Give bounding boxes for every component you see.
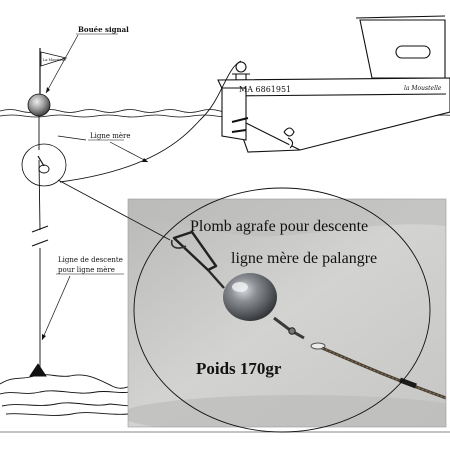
buoy-label: Bouée signal [78, 25, 129, 34]
snap-clip [172, 230, 218, 272]
boat [59, 15, 450, 183]
main-line-braid [321, 346, 446, 400]
flag-label: La Moustelle [43, 58, 66, 62]
descent-line-label-1: Ligne de descente [58, 256, 123, 264]
boat-propeller [283, 127, 295, 149]
main-line-label: Ligne mère [90, 132, 131, 140]
buoy-flag [40, 51, 68, 67]
descent-line [31, 116, 49, 372]
lead-clip-photo [127, 198, 447, 428]
boat-registration: MA 6861951 [239, 85, 291, 94]
winch [235, 61, 247, 73]
boat-rudder [221, 87, 247, 141]
seabed [0, 363, 131, 416]
photo-title-line-2: ligne mère de palangre [231, 250, 377, 267]
mooring-line [59, 60, 242, 183]
boat-name: la Moustelle [404, 85, 442, 92]
zoom-leader-top [57, 179, 171, 241]
signal-buoy [27, 48, 68, 117]
boat-cabin-roof [355, 15, 446, 19]
weight-label: Poids 170gr [196, 359, 282, 378]
lead-weight [223, 273, 277, 321]
clip-lead-small [38, 164, 50, 174]
photo-title-line-1: Plomb agrafe pour descente [190, 218, 368, 235]
clip-detail-circle [21, 143, 67, 187]
descent-line-label-2: pour ligne mère [58, 266, 115, 274]
boat-window [395, 45, 431, 59]
